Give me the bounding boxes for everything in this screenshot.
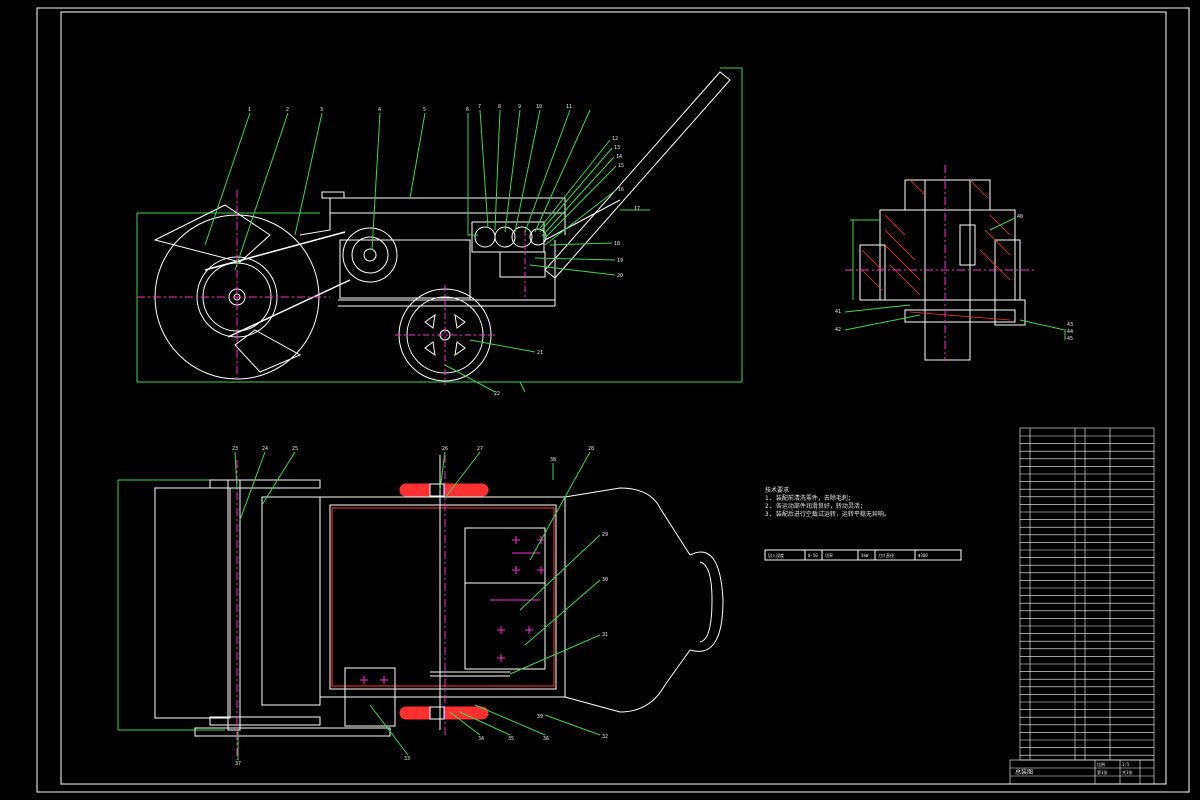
callout-label: 21 bbox=[537, 350, 543, 356]
callout-label: 22 bbox=[494, 391, 500, 397]
callout-label: 30 bbox=[602, 577, 608, 583]
callout-label: 7 bbox=[478, 104, 481, 110]
callout-label: 44 bbox=[1067, 329, 1073, 335]
technical-notes: 技术要求 1. 装配前清洗零件，去除毛刺； 2. 各运动部件润滑良好，转动灵活；… bbox=[765, 486, 890, 518]
callout-label: 3 bbox=[320, 107, 323, 113]
spec-cell: 0-50 bbox=[808, 553, 818, 558]
tech-note-line: 2. 各运动部件润滑良好，转动灵活； bbox=[765, 502, 866, 510]
side-view bbox=[136, 67, 743, 385]
title-cell: 1:5 bbox=[1122, 762, 1130, 767]
side-view-leaders bbox=[204, 109, 650, 393]
callout-label: 13 bbox=[614, 145, 620, 151]
callout-label: 11 bbox=[566, 104, 572, 110]
callout-label: 40 bbox=[1017, 214, 1023, 220]
callout-label: 32 bbox=[602, 734, 608, 740]
gearbox bbox=[471, 221, 545, 253]
callout-label: 5 bbox=[423, 107, 426, 113]
callout-label: 37 bbox=[235, 761, 241, 767]
section-view-callout-labels: 40 41 42 43 44 45 bbox=[835, 214, 1073, 342]
callout-label: 23 bbox=[232, 446, 238, 452]
sheet-outer-border bbox=[36, 7, 1190, 793]
blade-guard bbox=[153, 204, 271, 263]
callout-label: 4 bbox=[378, 107, 381, 113]
frame-plan bbox=[319, 496, 566, 698]
plan-view-markers bbox=[360, 536, 545, 684]
parts-list bbox=[1009, 427, 1155, 785]
callout-label: 36 bbox=[543, 736, 549, 742]
callout-label: 28 bbox=[588, 446, 594, 452]
handle-plan bbox=[564, 487, 691, 713]
callout-label: 9 bbox=[518, 104, 521, 110]
section-view-leaders bbox=[844, 217, 1066, 340]
callout-label: 45 bbox=[1067, 336, 1073, 342]
callout-label: 29 bbox=[602, 532, 608, 538]
tech-notes-title: 技术要求 bbox=[765, 486, 789, 494]
motor-pulley bbox=[342, 227, 398, 283]
callout-label: 8 bbox=[498, 104, 501, 110]
drive-belt bbox=[204, 231, 351, 338]
callout-label: 19 bbox=[617, 258, 623, 264]
tech-note-line: 3. 装配后进行空载试运转，运转平稳无异响。 bbox=[765, 510, 890, 518]
spec-cell: 功率 bbox=[825, 552, 833, 558]
title-cell: 第1张 bbox=[1097, 769, 1107, 775]
callout-label: 2 bbox=[286, 107, 289, 113]
callout-label: 18 bbox=[614, 241, 620, 247]
callout-label: 15 bbox=[618, 163, 624, 169]
spec-cell: 切入深度 bbox=[768, 552, 784, 558]
callout-label: 16 bbox=[618, 187, 624, 193]
sheet-inner-border bbox=[60, 11, 1167, 785]
title-cell: 共1张 bbox=[1122, 769, 1132, 775]
callout-label: 35 bbox=[508, 736, 514, 742]
plan-view bbox=[117, 455, 724, 760]
callout-label: 26 bbox=[442, 446, 448, 452]
side-view-callout-labels: 1 2 3 4 5 6 7 8 9 10 11 12 13 14 15 16 1… bbox=[248, 104, 640, 397]
callout-label: 25 bbox=[292, 446, 298, 452]
callout-label: 20 bbox=[617, 273, 623, 279]
callout-label: 34 bbox=[478, 736, 484, 742]
plan-view-leaders bbox=[234, 451, 601, 760]
callout-label: 17 bbox=[634, 206, 640, 212]
callout-label: 14 bbox=[616, 154, 622, 160]
main-frame bbox=[299, 197, 566, 236]
callout-label: 1 bbox=[248, 107, 251, 113]
drawing-name: 总装图 bbox=[1015, 768, 1033, 776]
title-block: 总装图 比例 1:5 第1张 共1张 bbox=[1015, 761, 1132, 776]
spec-cell: 刀片直径 bbox=[878, 552, 894, 558]
title-cell: 比例 bbox=[1097, 761, 1105, 767]
callout-label: 33 bbox=[404, 756, 410, 762]
spec-cell: Φ300 bbox=[918, 553, 928, 558]
tech-note-line: 1. 装配前清洗零件，去除毛刺； bbox=[765, 494, 854, 502]
callout-label: 10 bbox=[536, 104, 542, 110]
callout-label: 12 bbox=[612, 136, 618, 142]
callout-label: 43 bbox=[1067, 322, 1073, 328]
callout-label: 42 bbox=[835, 327, 841, 333]
spec-cell: 3kW bbox=[861, 553, 869, 558]
spec-table: 切入深度 0-50 功率 3kW 刀片直径 Φ300 bbox=[764, 549, 962, 561]
handle-bar bbox=[544, 71, 731, 279]
section-view bbox=[845, 165, 1035, 361]
blade-plan bbox=[154, 487, 231, 719]
callout-label: 31 bbox=[602, 632, 608, 638]
callout-label: 27 bbox=[477, 446, 483, 452]
plan-view-callout-labels: 23 24 25 26 27 28 29 30 31 32 33 34 35 3… bbox=[232, 446, 608, 767]
callout-label: 38 bbox=[550, 457, 556, 463]
callout-label: 24 bbox=[262, 446, 268, 452]
callout-label: 39 bbox=[537, 714, 543, 720]
callout-label: 6 bbox=[466, 107, 469, 113]
callout-label: 41 bbox=[835, 309, 841, 315]
